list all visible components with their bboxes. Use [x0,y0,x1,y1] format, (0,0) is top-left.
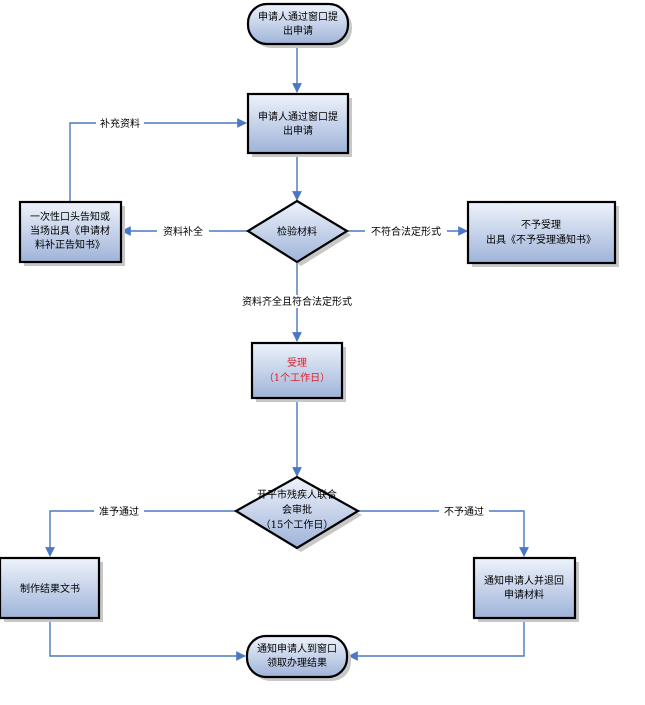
node-review-line-2: 会审批 [282,503,312,516]
node-submit-line-2: 出申请 [283,124,313,137]
node-submit: 申请人通过窗口提 出申请 [246,92,352,157]
node-notify-supplement-line-3: 料补正告知书》 [35,238,105,251]
node-start-line-2: 出申请 [283,24,313,37]
edge-supplement-to-submit [69,118,247,202]
node-review: 开平市残疾人联合 会审批 （15个工作日） [233,475,362,552]
edge-review-to-make-doc [45,510,236,557]
node-start-line-1: 申请人通过窗口提 [258,10,338,23]
edge-label-supplement: 补充资料 [100,117,140,130]
node-notify-return-line-1: 通知申请人并退回 [484,574,564,587]
edge-label-approved: 准予通过 [99,505,139,518]
edge-labels: 补充资料 资料补全 不符合法定形式 资料齐全且符合法定形式 准予通过 不予通过 [94,117,489,518]
node-notify-supplement: 一次性口头告知或 当场出具《申请材 料补正告知书》 [18,200,125,266]
node-end-line-2: 领取办理结果 [267,656,327,669]
node-start: 申请人通过窗口提 出申请 [246,2,352,48]
node-check: 检验材料 [245,199,351,266]
node-notify-return-line-2: 申请材料 [504,588,544,601]
node-notify-return: 通知申请人并退回 申请材料 [472,556,579,622]
node-accept-line-2: （1个工作日） [264,372,330,384]
node-reject-line-1: 不予受理 [521,219,561,231]
edge-label-incomplete: 资料补全 [163,225,203,238]
edge-review-to-notify-return [358,510,529,557]
edge-label-non-compliant: 不符合法定形式 [371,225,441,238]
edge-label-rejected: 不予通过 [444,505,484,518]
edge-make-doc-to-end [49,617,246,661]
node-end: 通知申请人到窗口 领取办理结果 [245,634,351,681]
edge-label-complete: 资料齐全且符合法定形式 [242,295,352,308]
node-review-line-3: （15个工作日） [261,519,334,531]
node-make-doc-label: 制作结果文书 [20,582,80,595]
node-end-line-1: 通知申请人到窗口 [257,642,337,655]
node-review-line-1: 开平市残疾人联合 [257,488,337,501]
node-accept: 受理 （1个工作日） [250,341,346,402]
node-notify-supplement-line-2: 当场出具《申请材 [30,224,110,237]
node-notify-supplement-line-1: 一次性口头告知或 [30,210,110,223]
node-accept-line-1: 受理 [287,357,307,369]
node-reject: 不予受理 出具《不予受理通知书》 [466,200,619,267]
node-reject-line-2: 出具《不予受理通知书》 [486,233,596,246]
node-check-label: 检验材料 [277,225,317,238]
node-submit-line-1: 申请人通过窗口提 [258,110,338,123]
node-make-doc: 制作结果文书 [0,556,103,622]
edge-notify-return-to-end [348,617,525,661]
